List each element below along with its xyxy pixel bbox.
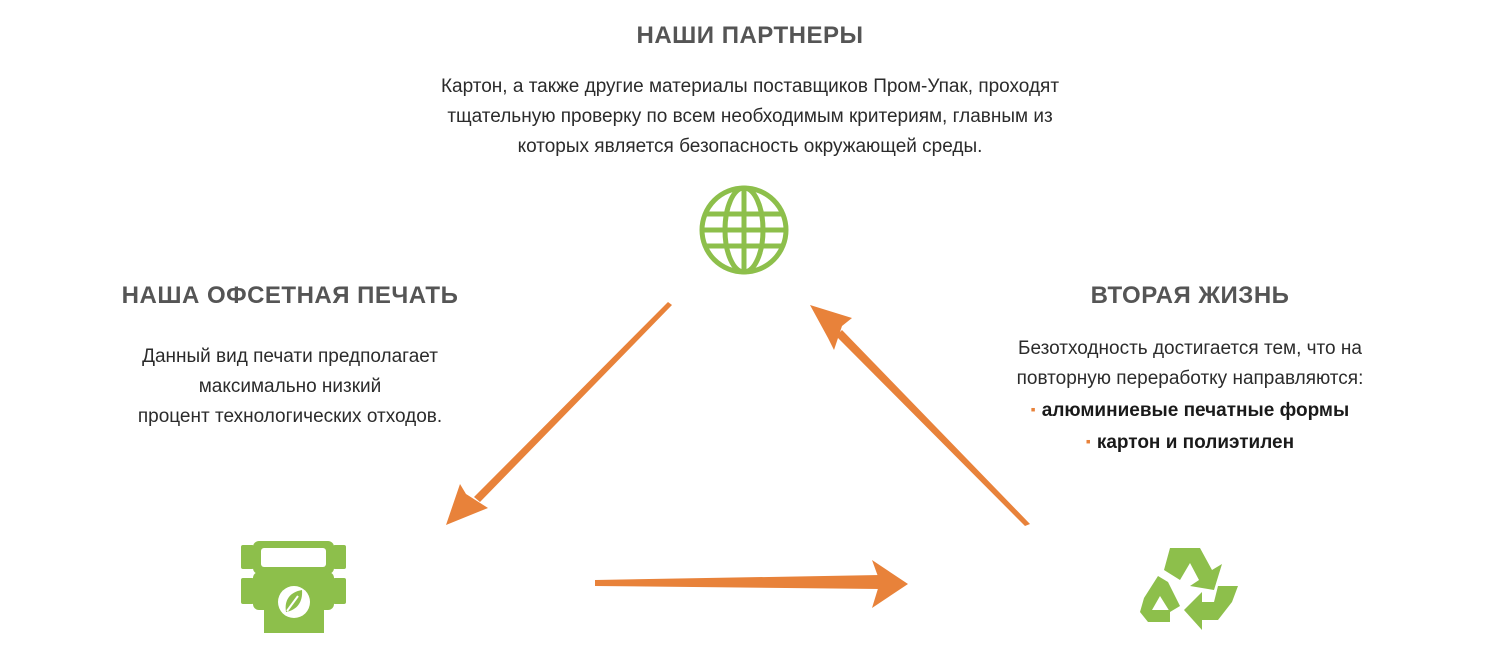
- partners-block: НАШИ ПАРТНЕРЫ Картон, а также другие мат…: [360, 22, 1140, 162]
- offset-print-text: Данный вид печати предполагает максималь…: [95, 342, 485, 432]
- partners-text-line: которых является безопасность окружающей…: [517, 136, 983, 157]
- globe-icon: [699, 185, 789, 275]
- offset-print-block: НАША ОФСЕТНАЯ ПЕЧАТЬ Данный вид печати п…: [95, 282, 485, 432]
- partners-title: НАШИ ПАРТНЕРЫ: [636, 22, 864, 49]
- offset-print-title: НАША ОФСЕТНАЯ ПЕЧАТЬ: [121, 282, 459, 309]
- second-life-bullet-text: картон и полиэтилен: [1096, 432, 1295, 453]
- arrow-to-offset-print: [446, 302, 672, 525]
- second-life-title: ВТОРАЯ ЖИЗНЬ: [1090, 282, 1290, 309]
- second-life-bullet: ▪ алюминиевые печатные формы: [990, 394, 1390, 426]
- offset-print-text-line: максимально низкий: [198, 376, 382, 397]
- second-life-text-line: повторную переработку направляются:: [1016, 368, 1364, 389]
- eco-print-icon: [241, 541, 346, 633]
- second-life-text-line: Безотходность достигается тем, что на: [1018, 338, 1362, 359]
- partners-text-line: тщательную проверку по всем необходимым …: [447, 106, 1053, 127]
- partners-text-line: Картон, а также другие материалы поставщ…: [440, 76, 1060, 97]
- recycle-icon: [1140, 548, 1238, 630]
- bullet-marker-icon: ▪: [1085, 433, 1091, 449]
- offset-print-text-line: Данный вид печати предполагает: [142, 346, 438, 367]
- arrow-to-second-life: [595, 560, 908, 608]
- bullet-marker-icon: ▪: [1030, 401, 1036, 417]
- partners-text: Картон, а также другие материалы поставщ…: [360, 72, 1140, 162]
- second-life-text: Безотходность достигается тем, что на по…: [990, 334, 1390, 458]
- arrow-to-partners: [810, 305, 1030, 526]
- offset-print-text-line: процент технологических отходов.: [137, 406, 443, 427]
- second-life-block: ВТОРАЯ ЖИЗНЬ Безотходность достигается т…: [990, 282, 1390, 458]
- second-life-bullet-text: алюминиевые печатные формы: [1041, 400, 1350, 421]
- second-life-bullet: ▪ картон и полиэтилен: [990, 426, 1390, 458]
